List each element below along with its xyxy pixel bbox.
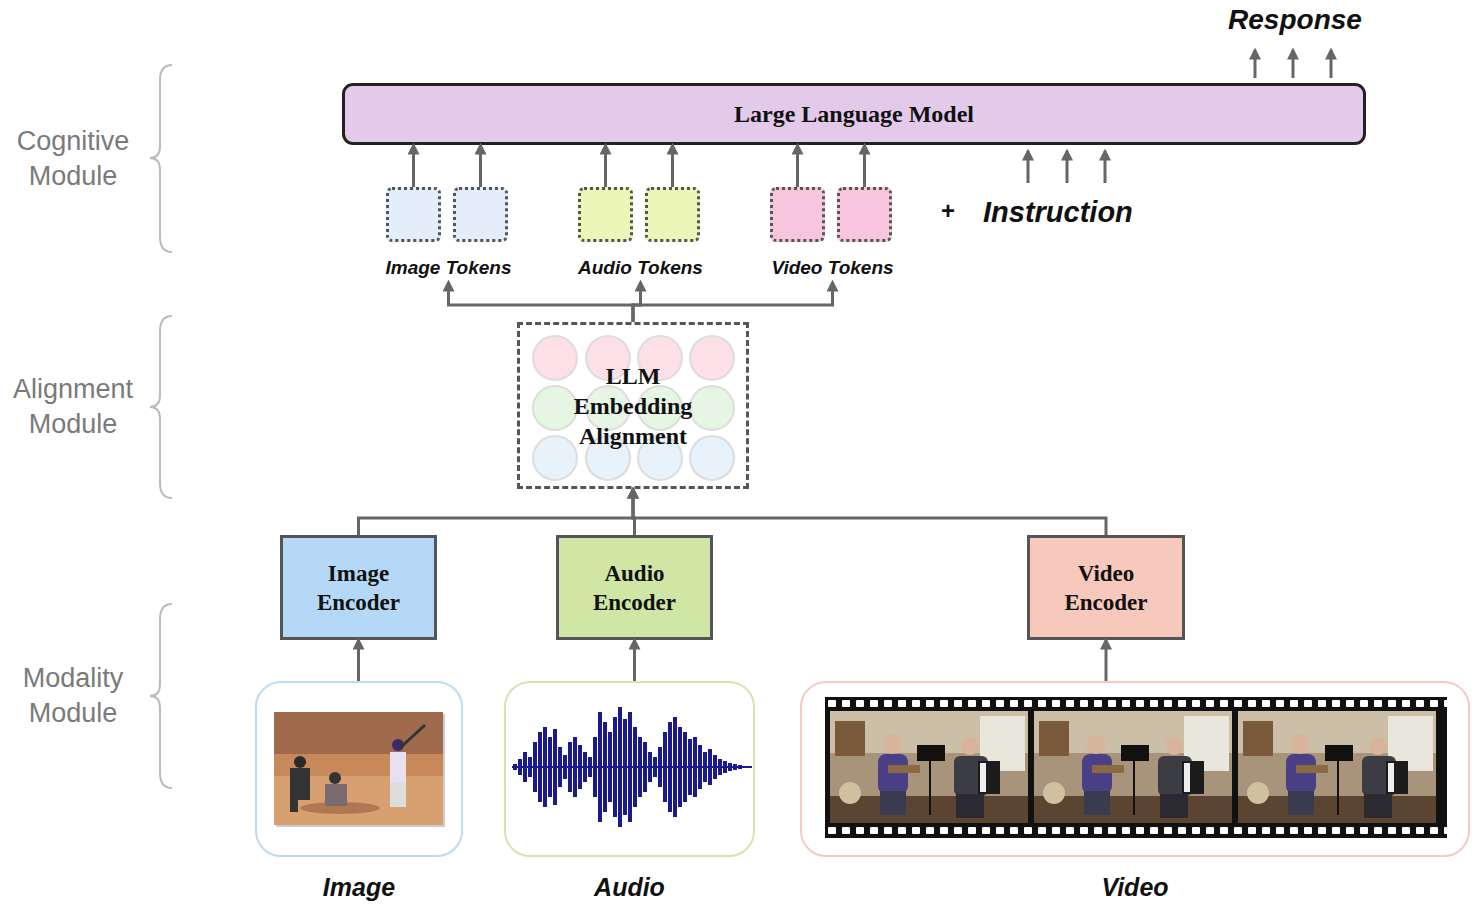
token-group: Audio Tokens (568, 187, 713, 282)
alignment-box: LLM Embedding Alignment (517, 322, 749, 489)
token-square (578, 187, 633, 242)
input-frame (800, 681, 1470, 857)
embedding-circle (533, 336, 577, 380)
flow-arrow (412, 145, 415, 187)
embedding-circles (533, 336, 734, 480)
node-label: Image (255, 873, 463, 902)
node-label: Video Tokens (760, 257, 905, 279)
encoder-box: Image Encoder (280, 535, 437, 640)
flow-arrow (796, 145, 799, 187)
response-arrows (1255, 50, 1331, 78)
node-label: Audio (504, 873, 755, 902)
module-label: Modality Module (0, 661, 146, 731)
module-label: Cognitive Module (0, 124, 146, 194)
flow-arrow (633, 489, 1106, 535)
node-label: LLM Embedding Alignment (563, 361, 703, 451)
input-frame (255, 681, 463, 857)
token-group: Video Tokens (760, 187, 905, 282)
node-label: Image Tokens (376, 257, 521, 279)
input-frame (504, 681, 755, 857)
input-box: Video (800, 681, 1470, 906)
token-square (645, 187, 700, 242)
module-bracket (150, 65, 172, 788)
token-square (837, 187, 892, 242)
node-label: Audio Tokens (568, 257, 713, 279)
flow-arrow (633, 282, 641, 322)
embedding-circle (533, 386, 577, 430)
token-group: Image Tokens (376, 187, 521, 282)
input-box: Audio (504, 681, 755, 906)
embedding-circle (690, 336, 734, 380)
token-square (453, 187, 508, 242)
baseball-photo (274, 712, 445, 827)
node-label: Video Encoder (1041, 559, 1171, 617)
plus-sign: + (936, 197, 960, 225)
flow-arrow (633, 282, 833, 322)
node-label: Large Language Model (734, 101, 974, 128)
module-label: Alignment Module (0, 372, 146, 442)
token-square (386, 187, 441, 242)
instruction-arrow (1027, 151, 1030, 183)
instruction-arrow (1104, 151, 1107, 183)
module-bracket (150, 65, 172, 252)
response-arrow (1254, 50, 1257, 78)
flow-arrow (359, 489, 634, 535)
embedding-circle (533, 436, 577, 480)
encoder-box: Video Encoder (1027, 535, 1185, 640)
film-strip (825, 697, 1447, 838)
flow-arrow (633, 640, 636, 681)
flow-arrow (1105, 640, 1108, 681)
embedding-circle (690, 386, 734, 430)
flow-arrow (357, 640, 360, 681)
response-arrow (1292, 50, 1295, 78)
response-label: Response (1220, 4, 1370, 36)
instruction-arrows (1028, 151, 1105, 183)
input-box: Image (255, 681, 463, 906)
node-label: Audio Encoder (570, 559, 700, 617)
flow-arrow (479, 145, 482, 187)
llm-box: Large Language Model (342, 83, 1366, 145)
flow-arrow (863, 145, 866, 187)
flow-arrow (449, 282, 634, 322)
audio-waveform (512, 707, 752, 827)
embedding-circle (690, 436, 734, 480)
encoder-box: Audio Encoder (556, 535, 713, 640)
flow-arrow (633, 489, 635, 535)
flow-arrow (604, 145, 607, 187)
instruction-arrow (1066, 151, 1069, 183)
node-label: Image Encoder (294, 559, 424, 617)
node-label: Video (800, 873, 1470, 902)
module-bracket (150, 316, 172, 498)
token-square (770, 187, 825, 242)
module-bracket (150, 604, 172, 788)
response-arrow (1330, 50, 1333, 78)
flow-arrow (671, 145, 674, 187)
instruction-label: Instruction (983, 196, 1133, 229)
